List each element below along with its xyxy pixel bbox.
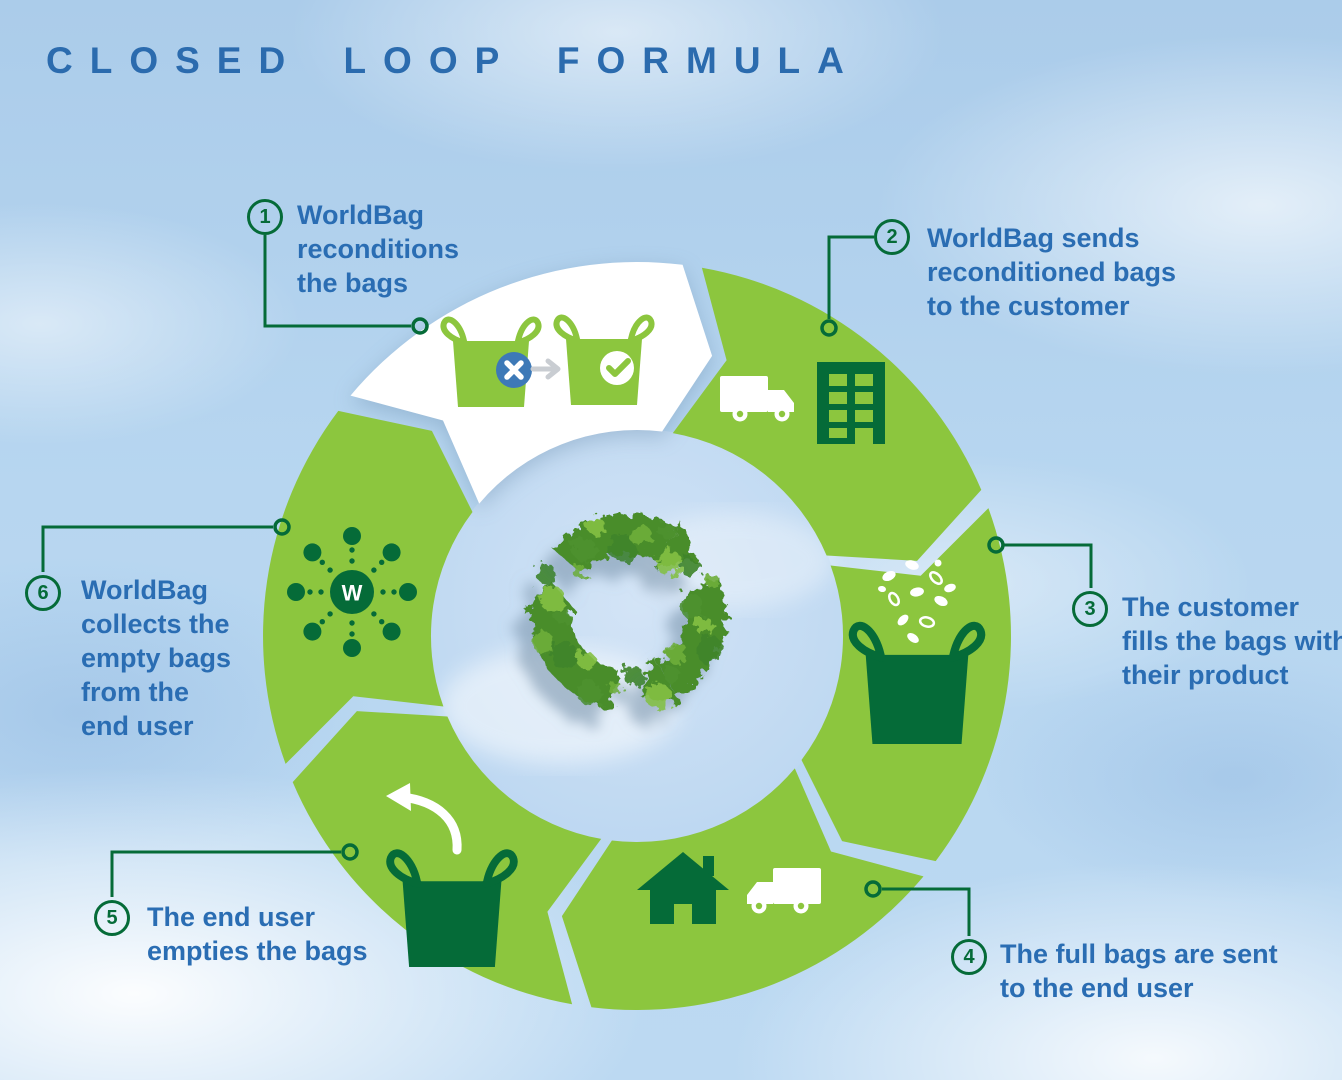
hub-spoke-dot — [307, 589, 313, 595]
hub-spoke-dot — [349, 631, 355, 637]
step-6-label: WorldBag collects the empty bags from th… — [81, 575, 232, 741]
step-5-label: The end user empties the bags — [147, 902, 368, 966]
ring-segment-step-4 — [561, 768, 924, 1010]
worldbag-hub-icon: W — [287, 527, 417, 657]
shipping-to-customer-icons — [720, 362, 885, 444]
connector-ring-step-3 — [987, 536, 1005, 554]
tree-foliage-blob — [572, 563, 586, 578]
step-2-number: 2 — [874, 219, 910, 255]
step-4-label: The full bags are sent to the end user — [1000, 939, 1278, 1003]
hub-spoke-dot — [379, 619, 385, 625]
connector-step-4 — [882, 887, 971, 936]
step-2-label: WorldBag sends reconditioned bags to the… — [927, 223, 1177, 321]
step-3-label: The customer fills the bags with their p… — [1122, 592, 1342, 690]
hub-spoke-dot — [343, 639, 361, 657]
tree-foliage-blob — [571, 536, 596, 561]
x-badge-icon — [496, 352, 532, 388]
connector-step-5 — [110, 850, 341, 897]
tree-foliage-blob — [666, 642, 688, 665]
page-title: CLOSED LOOP FORMULA — [46, 40, 861, 81]
hub-spoke-dot — [349, 620, 355, 626]
tree-foliage-blob — [607, 680, 622, 695]
pellets-icon — [878, 559, 956, 643]
tree-foliage-blob — [536, 564, 557, 584]
tree-foliage-blob — [556, 609, 573, 626]
hub-spoke-dot — [303, 622, 322, 641]
connector-ring-step-1 — [411, 317, 429, 335]
ring-segment-step-1 — [350, 262, 713, 504]
hub-spoke-dot — [379, 559, 385, 565]
tree-foliage-blob — [608, 534, 637, 563]
tree-foliage-blob — [681, 557, 702, 578]
connector-ring-step-2 — [820, 319, 838, 337]
tree-foliage-blob — [679, 594, 704, 619]
tree-foliage-blob — [645, 683, 672, 710]
house-icon — [637, 852, 729, 924]
tree-foliage-blob — [588, 518, 607, 537]
return-arrow-icon — [386, 783, 462, 855]
step-3-number: 3 — [1072, 591, 1108, 627]
hub-spoke-dot — [382, 622, 401, 641]
hub-spoke-dot — [371, 567, 377, 573]
bag-recondition-icons — [443, 317, 651, 407]
tree-foliage-blob — [623, 665, 644, 686]
hub-spoke-dot — [319, 619, 325, 625]
hub-spoke-dot — [399, 583, 417, 601]
hub-spoke-dot — [318, 589, 324, 595]
hub-spoke-dot — [343, 527, 361, 545]
inner-cloud — [440, 648, 680, 764]
tree-foliage-blob — [577, 652, 596, 670]
recycling-trees-symbol — [522, 514, 727, 710]
connectors — [41, 235, 1093, 936]
check-badge-icon — [600, 351, 634, 385]
tree-foliage-blob — [550, 642, 579, 671]
connector-step-2 — [827, 235, 874, 319]
tree-foliage-blob — [695, 636, 724, 664]
connector-ring-step-4 — [864, 880, 882, 898]
tree-foliage-blob — [578, 681, 602, 706]
step-5-number: 5 — [94, 900, 130, 936]
transition-arrow-icon — [530, 358, 561, 380]
tree-foliage-blob — [532, 631, 555, 654]
tree-foliage-blob — [694, 616, 713, 635]
hub-spoke-dot — [303, 543, 322, 562]
hub-spoke-dot — [349, 547, 355, 553]
hub-spoke-dot — [327, 611, 333, 617]
factory-building-icon — [817, 362, 885, 444]
hub-spoke-dot — [371, 611, 377, 617]
connector-step-1 — [263, 235, 411, 328]
step-6-number: 6 — [25, 575, 61, 611]
tree-foliage-blob — [656, 550, 683, 576]
step-1-label: WorldBag reconditions the bags — [297, 200, 460, 298]
connector-step-3 — [1004, 543, 1093, 588]
tree-foliage-blob — [630, 525, 653, 548]
send-to-end-user-icons — [637, 852, 821, 924]
tree-foliage-blob — [705, 574, 720, 589]
hub-spoke-dot — [327, 567, 333, 573]
hub-spoke-dot — [319, 559, 325, 565]
tree-foliage-blob — [539, 585, 566, 612]
step-1-number: 1 — [247, 199, 283, 235]
connector-ring-step-6 — [273, 518, 291, 536]
hub-spoke-dot — [287, 583, 305, 601]
ring-segment-step-5 — [292, 711, 602, 1005]
hub-spoke-dot — [349, 558, 355, 564]
tree-foliage-blob — [658, 522, 674, 539]
hub-spoke-dot — [391, 589, 397, 595]
hub-spoke-dot — [382, 543, 401, 562]
inner-sky-disc — [430, 429, 844, 843]
hub-spoke-dot — [380, 589, 386, 595]
empty-bag-icons — [386, 783, 514, 967]
hub-label: W — [342, 581, 363, 606]
step-4-number: 4 — [951, 939, 987, 975]
tree-foliage-blob — [664, 667, 681, 684]
connector-step-6 — [41, 525, 273, 572]
bag-filling-icons — [853, 559, 981, 744]
connector-ring-step-5 — [341, 843, 359, 861]
